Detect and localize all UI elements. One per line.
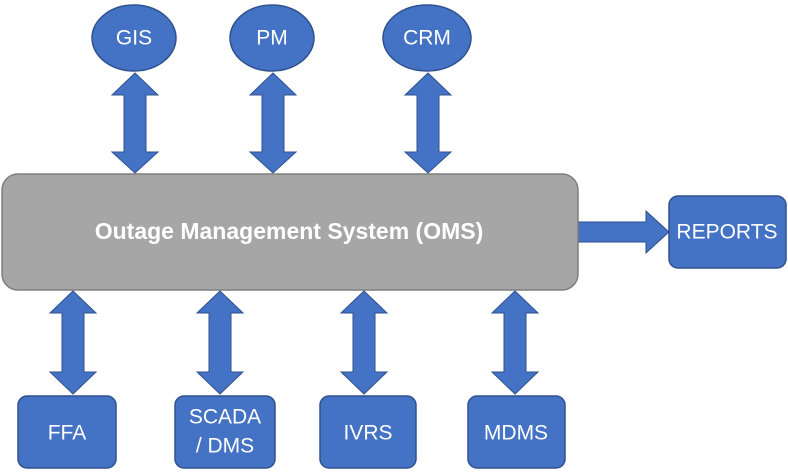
node-ivrs: IVRS (319, 395, 417, 469)
arrow-gis-oms (110, 72, 160, 174)
node-crm: CRM (382, 4, 472, 72)
arrow-oms-scada (195, 290, 245, 395)
node-ffa: FFA (17, 395, 117, 469)
node-reports: REPORTS (668, 195, 787, 269)
arrow-oms-ffa (48, 290, 98, 395)
oms-core-label: Outage Management System (OMS) (95, 218, 484, 244)
node-scada-label-line2: / DMS (196, 435, 254, 458)
node-ffa-label: FFA (48, 422, 87, 445)
node-mdms: MDMS (467, 395, 566, 469)
node-gis-label: GIS (116, 27, 152, 50)
node-mdms-label: MDMS (484, 422, 548, 445)
arrow-crm-oms (403, 72, 453, 174)
arrow-oms-reports (577, 209, 670, 255)
node-reports-label: REPORTS (676, 221, 777, 244)
node-scada-dms: SCADA / DMS (174, 395, 276, 469)
node-scada-label-line1: SCADA (189, 406, 261, 429)
oms-core-box: Outage Management System (OMS) (1, 173, 579, 291)
node-pm: PM (229, 4, 315, 72)
node-ivrs-label: IVRS (343, 422, 392, 445)
node-pm-label: PM (256, 27, 288, 50)
node-gis: GIS (91, 4, 177, 72)
arrow-oms-ivrs (339, 290, 389, 395)
node-crm-label: CRM (403, 27, 451, 50)
arrow-oms-mdms (490, 290, 540, 395)
arrow-pm-oms (248, 72, 298, 174)
